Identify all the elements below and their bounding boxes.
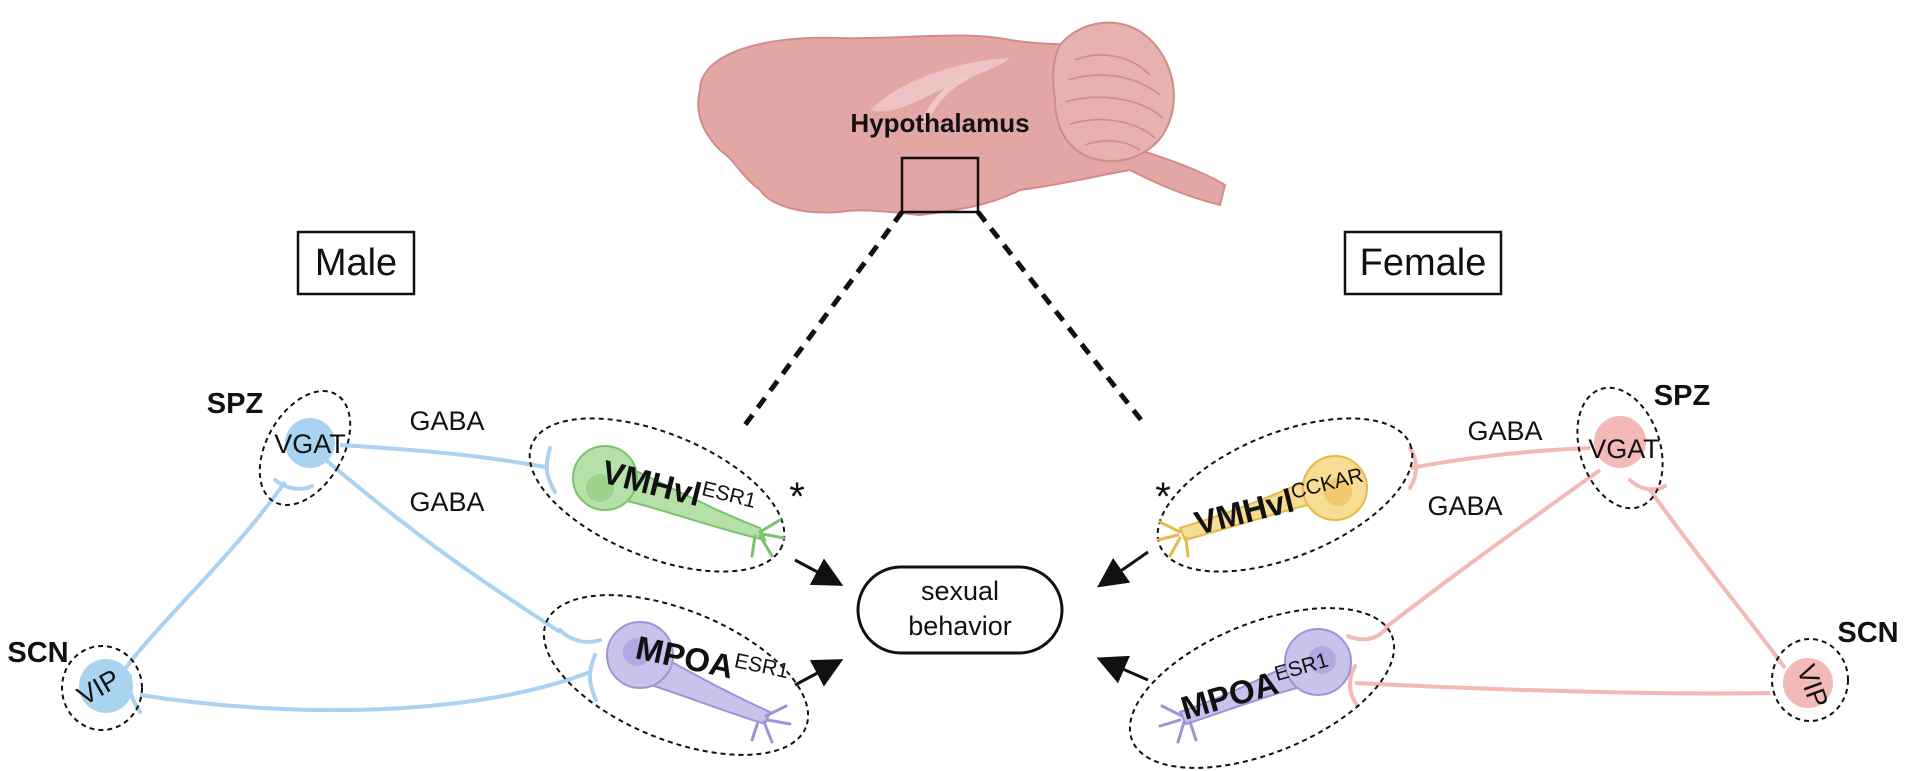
male-mpoa-marker: ESR1 [732,649,790,683]
male-spz-region [258,390,352,506]
male-spz-label: SPZ [207,388,263,420]
male-vip-cell [79,659,133,713]
male-mpoa-region [542,594,810,756]
male-synapse-forks [127,446,602,714]
female-vmhvl-neuron [1156,455,1368,558]
female-vgat-cell [1594,416,1646,468]
male-panel: Male VGAT SPZ VIP SCN GABA GABA [7,230,844,756]
male-gaba-bottom: GABA [409,487,484,517]
female-gaba-top: GABA [1467,416,1542,446]
male-circuit-lines [116,443,591,713]
male-vmhvl-region [528,417,786,573]
hypothalamus-label: Hypothalamus [850,108,1029,138]
sexual-behavior-line2: behavior [908,611,1012,641]
cerebellum-folds [1064,54,1164,151]
female-mpoa-region [1128,607,1396,769]
sexual-behavior-line1: sexual [921,576,999,606]
brain-highlight [870,58,1010,112]
female-mpoa-neuron [1158,628,1352,744]
female-panel: Female VGAT SPZ VIP SCN GABA GABA [1096,230,1899,769]
female-scn-label: SCN [1837,617,1898,649]
brain-ventricle [922,75,968,123]
hypothalamus-box [900,156,980,214]
sexual-behavior-node: sexual behavior [856,565,1064,655]
female-mpoa-name-text: MPOA [1177,664,1282,727]
male-vgat-label: VGAT [274,429,346,459]
male-vmhvl-asterisk: * [789,475,805,519]
male-gaba-top: GABA [409,406,484,436]
female-title-box [1343,230,1503,296]
female-vmhvl-arrow [1097,550,1149,588]
male-title: Male [315,242,397,284]
male-mpoa-arrow [794,659,844,687]
male-scn-label: SCN [7,637,68,669]
female-vmhvl-asterisk: * [1155,475,1171,519]
male-vgat-cell [285,418,335,468]
male-vmhvl-neuron [572,445,786,558]
female-circuit-lines [1354,446,1787,696]
male-vmhvl-arrow [794,558,844,586]
female-synapse-forks [1346,446,1667,706]
female-mpoa-arrow [1096,655,1149,684]
zoom-lines [742,210,1147,427]
male-scn-region [61,645,143,731]
female-vip-cell [1783,658,1833,708]
female-spz-label: SPZ [1654,380,1710,412]
female-vmhvl-region [1156,417,1414,573]
female-vgat-label: VGAT [1588,434,1660,464]
male-title-box [296,230,416,296]
male-mpoa-neuron [606,621,792,744]
female-spz-region [1576,386,1664,510]
female-gaba-bottom: GABA [1427,491,1502,521]
female-vmhvl-name-text: VMHvl [1191,481,1298,541]
brain-illustration: Hypothalamus [697,21,1227,217]
female-title: Female [1360,242,1487,284]
sexual-behavior-box [856,565,1064,655]
female-scn-region [1771,638,1849,722]
